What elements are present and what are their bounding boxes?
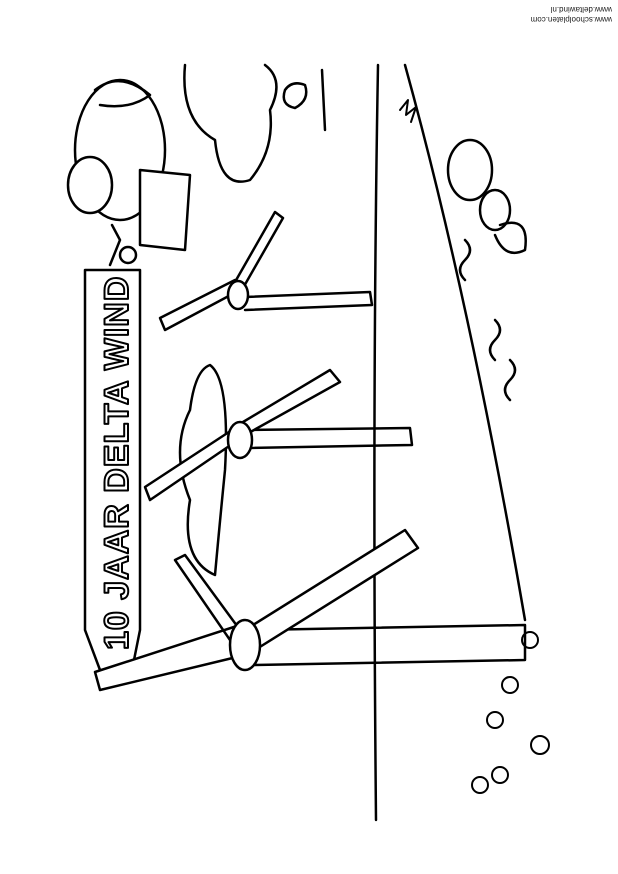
wind-turbine <box>143 368 414 502</box>
shore-line <box>403 63 527 622</box>
cloud <box>282 82 308 110</box>
water-ripple <box>488 318 502 362</box>
banner: 10 JAAR DELTA WIND <box>83 223 142 672</box>
cloud <box>178 363 228 577</box>
ground-line <box>320 68 327 132</box>
grass <box>399 99 417 123</box>
cloud <box>183 63 278 183</box>
horizon-line <box>373 63 380 822</box>
water-ripple <box>458 238 472 282</box>
wind-turbine <box>93 528 527 692</box>
water-ripple <box>503 358 517 402</box>
duck <box>446 138 527 255</box>
wind-turbine <box>158 210 374 332</box>
banner-text: 10 JAAR DELTA WIND <box>98 276 136 650</box>
flowers <box>471 631 550 794</box>
airplane <box>66 78 192 265</box>
